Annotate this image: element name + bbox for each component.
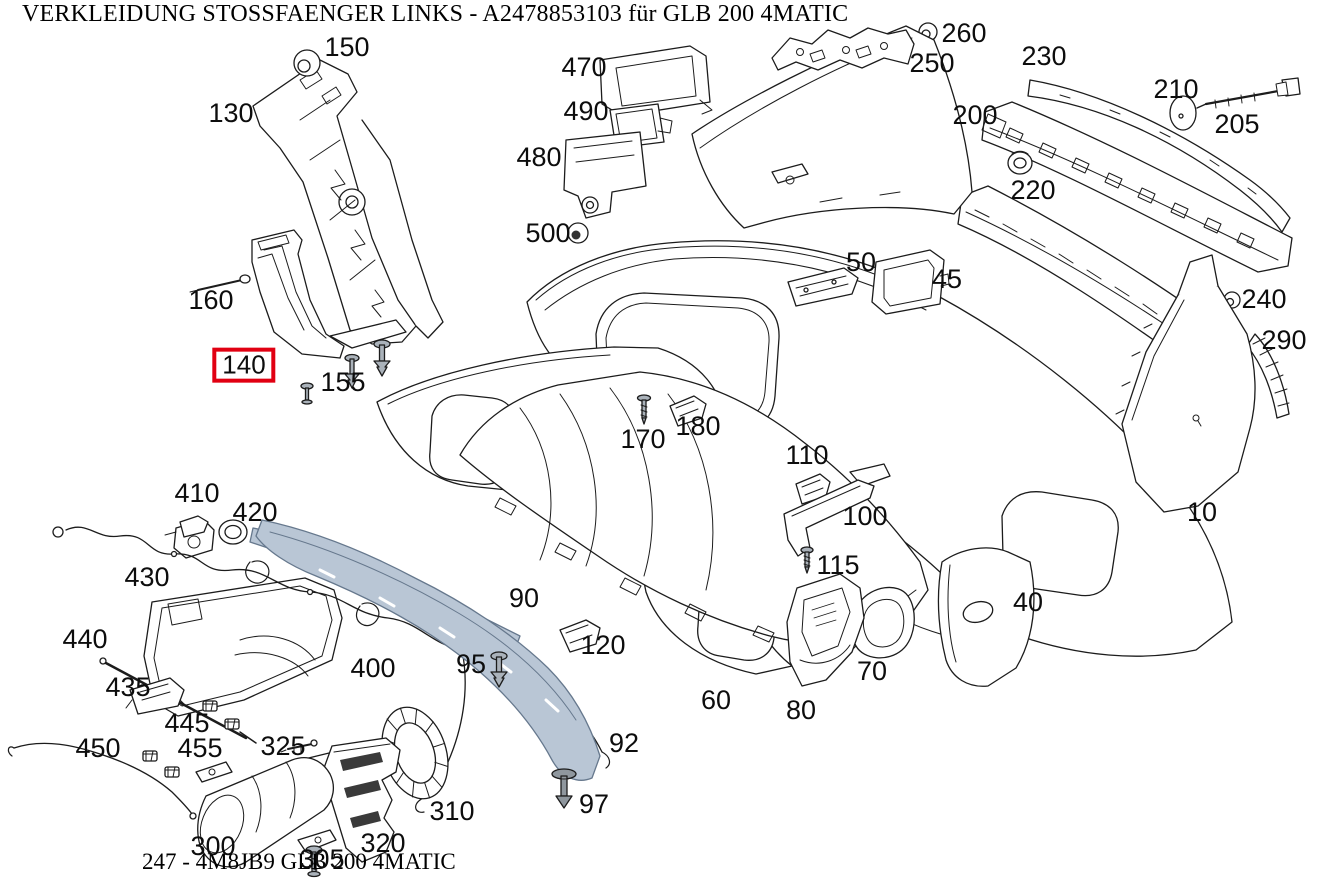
part-art-sensor-410 xyxy=(164,515,215,559)
part-art-ring-310 xyxy=(381,706,449,800)
part-callout[interactable]: 97 xyxy=(578,789,610,820)
part-art-highlighted-trim-92 xyxy=(249,519,601,781)
part-art-screw-170 xyxy=(636,394,652,425)
part-callout[interactable]: 300 xyxy=(190,831,236,862)
part-callout[interactable]: 400 xyxy=(350,653,396,684)
part-art-reinforcement-200 xyxy=(981,101,1293,273)
part-callout[interactable]: 210 xyxy=(1153,74,1199,105)
part-art-trim-140 xyxy=(251,229,407,359)
part-art-trim-strip-230 xyxy=(1027,79,1291,233)
part-callout[interactable]: 410 xyxy=(174,478,220,509)
part-callout[interactable]: 230 xyxy=(1021,41,1067,72)
part-callout[interactable]: 90 xyxy=(508,583,540,614)
part-callout[interactable]: 115 xyxy=(816,550,860,581)
part-art-screw-305 xyxy=(305,845,323,878)
part-art-clips-445-455 xyxy=(142,700,240,778)
part-art-pin-97 xyxy=(551,768,577,809)
part-art-bracket-100 xyxy=(783,463,891,557)
part-callout[interactable]: 430 xyxy=(124,562,170,593)
part-art-plate-50 xyxy=(787,267,859,307)
part-callout[interactable]: 490 xyxy=(563,96,609,127)
part-callout[interactable]: 470 xyxy=(561,52,607,83)
part-callout[interactable]: 150 xyxy=(324,32,370,63)
part-art-comb-290 xyxy=(1246,333,1290,419)
part-callout[interactable]: 95 xyxy=(455,649,487,680)
part-callout[interactable]: 80 xyxy=(785,695,817,726)
part-callout[interactable]: 130 xyxy=(208,98,254,129)
diagram-title: VERKLEIDUNG STOSSFAENGER LINKS - A247885… xyxy=(22,1,849,27)
part-callout[interactable]: 500 xyxy=(525,218,571,249)
part-art-corner-cutout xyxy=(937,547,1035,687)
part-art-pins-155 xyxy=(300,339,391,405)
part-callout[interactable]: 10 xyxy=(1186,497,1218,528)
part-art-connector-435 xyxy=(125,677,187,715)
part-callout[interactable]: 200 xyxy=(952,100,998,131)
part-callout[interactable]: 92 xyxy=(608,728,640,759)
part-callout[interactable]: 220 xyxy=(1010,175,1056,206)
part-callout[interactable]: 420 xyxy=(232,497,278,528)
part-callout[interactable]: 435 xyxy=(105,672,151,703)
part-callout[interactable]: 480 xyxy=(516,142,562,173)
part-art-bracket-480 xyxy=(563,131,647,219)
part-callout[interactable]: 440 xyxy=(62,624,108,655)
part-callout[interactable]: 305 xyxy=(299,844,345,875)
part-callout[interactable]: 260 xyxy=(941,18,987,49)
part-art-clip-120 xyxy=(559,619,601,653)
part-art-rivet-160 xyxy=(189,274,251,293)
part-art-pin-95 xyxy=(490,651,508,688)
part-art-screw-115 xyxy=(800,546,814,574)
part-callout[interactable]: 450 xyxy=(75,733,121,764)
part-callout[interactable]: 155 xyxy=(320,367,366,398)
part-callout[interactable]: 325 xyxy=(260,731,306,762)
part-callout[interactable]: 70 xyxy=(856,656,888,687)
part-art-muffler-300 xyxy=(195,757,337,868)
part-callout[interactable]: 310 xyxy=(429,796,475,827)
part-callout[interactable]: 120 xyxy=(580,630,626,661)
part-art-bracket-320 xyxy=(323,737,401,863)
part-art-wire-450 xyxy=(7,742,197,820)
part-callout-highlighted[interactable]: 140 xyxy=(212,347,276,383)
part-callout[interactable]: 445 xyxy=(164,708,210,739)
part-callout[interactable]: 180 xyxy=(675,411,721,442)
part-art-nut-500 xyxy=(567,222,589,244)
part-callout[interactable]: 170 xyxy=(620,424,666,455)
part-callout[interactable]: 455 xyxy=(177,733,223,764)
part-callout[interactable]: 45 xyxy=(931,264,963,295)
part-callout[interactable]: 290 xyxy=(1261,325,1307,356)
part-callout[interactable]: 40 xyxy=(1012,587,1044,618)
part-callout[interactable]: 205 xyxy=(1214,109,1260,140)
part-callout[interactable]: 100 xyxy=(842,501,888,532)
part-art-frame-470 xyxy=(599,45,713,117)
part-callout[interactable]: 160 xyxy=(188,285,234,316)
part-art-nut-150 xyxy=(293,49,321,77)
part-art-grommet-220 xyxy=(1007,150,1033,175)
part-callout[interactable]: 240 xyxy=(1241,284,1287,315)
part-art-panel-10 xyxy=(1115,254,1256,513)
part-art-frame-45 xyxy=(871,249,950,315)
part-art-housing-80 xyxy=(786,573,865,687)
part-art-absorber-90 xyxy=(459,371,929,645)
part-callout[interactable]: 250 xyxy=(909,48,955,79)
diagram-footer: 247 - 4M8JB9 GLB 200 4MATIC xyxy=(142,849,456,874)
part-art-bolt-205 xyxy=(1196,77,1301,109)
part-art-disc-210 xyxy=(1169,95,1197,131)
part-callout[interactable]: 320 xyxy=(360,828,406,859)
part-art-bracket-130 xyxy=(252,59,444,345)
part-callout[interactable]: 110 xyxy=(785,440,829,471)
part-art-tray-430 xyxy=(143,577,343,717)
part-art-bracket-250 xyxy=(771,27,915,71)
part-art-ring-420 xyxy=(218,519,248,545)
part-callout[interactable]: 50 xyxy=(845,247,877,278)
part-art-clip-180 xyxy=(669,395,707,427)
part-callout[interactable]: 60 xyxy=(700,685,732,716)
